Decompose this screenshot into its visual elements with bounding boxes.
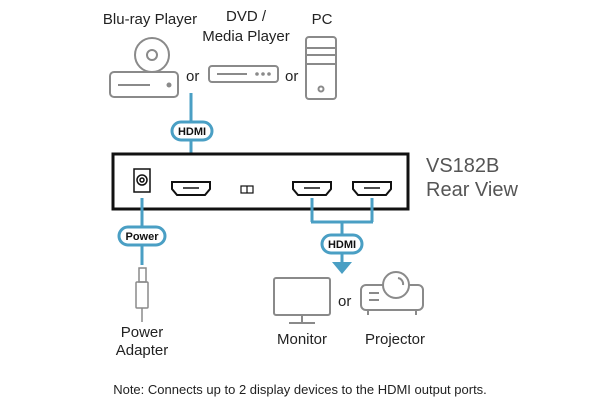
or-label-2: or	[285, 68, 298, 85]
bluray-label: Blu-ray Player	[103, 11, 197, 28]
hdmi-output-port-1-icon	[292, 181, 332, 196]
hdmi-input-port-icon	[171, 181, 211, 196]
power-jack-icon	[133, 168, 151, 193]
device-view-label: Rear View	[426, 179, 518, 201]
power-pill	[117, 225, 167, 247]
pc-label: PC	[312, 11, 333, 28]
pc-tower-icon	[305, 36, 337, 100]
projector-icon	[360, 271, 424, 315]
projector-label: Projector	[365, 331, 425, 348]
or-label-3: or	[338, 293, 351, 310]
hdmi-output-port-2-icon	[352, 181, 392, 196]
power-cable-label: Power	[125, 231, 159, 243]
dip-switch-icon	[240, 185, 254, 194]
power-adapter-label-line1: Power	[121, 324, 164, 341]
bluray-player-icon	[109, 37, 179, 98]
input-hdmi-pill	[170, 120, 214, 142]
dvd-player-icon	[208, 65, 279, 83]
input-hdmi-label: HDMI	[178, 126, 206, 138]
power-adapter-plug-icon	[135, 267, 149, 322]
power-adapter-label-line2: Adapter	[116, 342, 169, 359]
device-model: VS182B	[426, 155, 499, 177]
output-hdmi-label: HDMI	[328, 239, 356, 251]
output-hdmi-pill	[320, 233, 364, 255]
dvd-label-line1: DVD /	[226, 8, 267, 25]
monitor-icon	[273, 277, 331, 324]
power-cable	[117, 198, 167, 265]
footnote: Note: Connects up to 2 display devices t…	[113, 382, 487, 397]
monitor-label: Monitor	[277, 331, 327, 348]
output-arrow-icon	[332, 262, 352, 274]
or-label-1: or	[186, 68, 199, 85]
dvd-label-line2: Media Player	[202, 28, 290, 45]
